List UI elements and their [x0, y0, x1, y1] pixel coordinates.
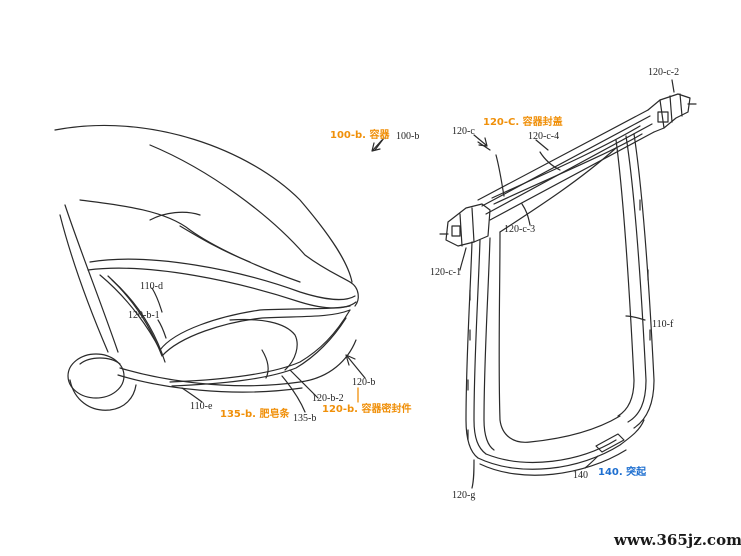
label-110e: 110-e: [190, 401, 213, 412]
label-120c1: 120-c-1: [430, 267, 462, 278]
label-120b: 120-b: [352, 377, 376, 388]
label-120c3: 120-c-3: [504, 224, 536, 235]
arrow-100b: [371, 139, 383, 152]
label-120b2: 120-b-2: [312, 393, 344, 404]
label-120g: 120-g: [452, 490, 476, 501]
annotation-100b-container: 100-b. 容器: [330, 130, 390, 141]
label-110d: 110-d: [140, 281, 163, 292]
annotation-135b-soap-bar: 135-b. 肥皂条: [220, 409, 290, 420]
label-100b: 100-b: [396, 131, 420, 142]
label-135b: 135-b: [293, 413, 317, 424]
container-left-figure: [54, 124, 385, 413]
label-140: 140: [573, 470, 588, 481]
label-120b1: 120-b-1: [128, 310, 160, 321]
lid-right-figure: [439, 79, 697, 489]
annotation-140-protrusion: 140. 突起: [598, 467, 647, 478]
annotation-120c-lid: 120-C. 容器封盖: [483, 117, 563, 128]
annotation-120b-seal: 120-b. 容器密封件: [322, 404, 412, 415]
watermark-text: www.365jz.com: [614, 531, 741, 549]
label-110f: 110-f: [652, 319, 674, 330]
label-120c: 120-c: [452, 126, 475, 137]
arrow-120b: [345, 354, 366, 379]
label-120c2: 120-c-2: [648, 67, 680, 78]
label-120c4: 120-c-4: [528, 131, 560, 142]
